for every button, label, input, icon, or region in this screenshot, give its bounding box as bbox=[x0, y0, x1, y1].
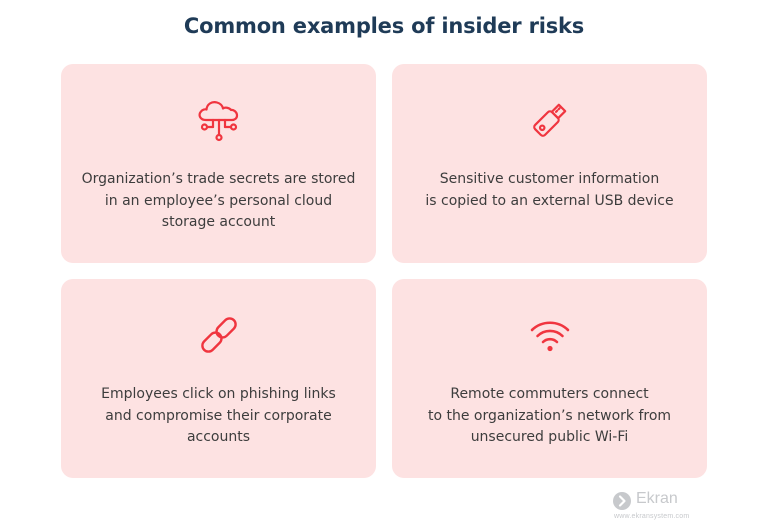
risk-card-usb-copy: Sensitive customer information is copied… bbox=[392, 64, 707, 263]
ekran-watermark: Ekran www.ekransystem.com bbox=[612, 490, 722, 527]
wifi-icon bbox=[524, 309, 576, 361]
risk-card-text: Employees click on phishing links and co… bbox=[101, 386, 336, 445]
risk-card-text: Remote commuters connect to the organiza… bbox=[427, 386, 672, 445]
ekran-logo-icon bbox=[612, 491, 632, 511]
risk-card-text: Sensitive customer information is copied… bbox=[425, 171, 674, 209]
usb-drive-icon bbox=[524, 94, 576, 146]
page-title: Common examples of insider risks bbox=[183, 14, 585, 38]
brand-name: Ekran bbox=[636, 490, 678, 507]
brand-url: www.ekransystem.com bbox=[614, 513, 690, 520]
link-icon bbox=[193, 309, 245, 361]
risk-card-phishing: Employees click on phishing links and co… bbox=[61, 279, 376, 478]
risk-card-text: Organization’s trade secrets are stored … bbox=[81, 171, 356, 230]
risk-card-cloud-storage: Organization’s trade secrets are stored … bbox=[61, 64, 376, 263]
risk-card-public-wifi: Remote commuters connect to the organiza… bbox=[392, 279, 707, 478]
cloud-network-icon bbox=[193, 94, 245, 146]
